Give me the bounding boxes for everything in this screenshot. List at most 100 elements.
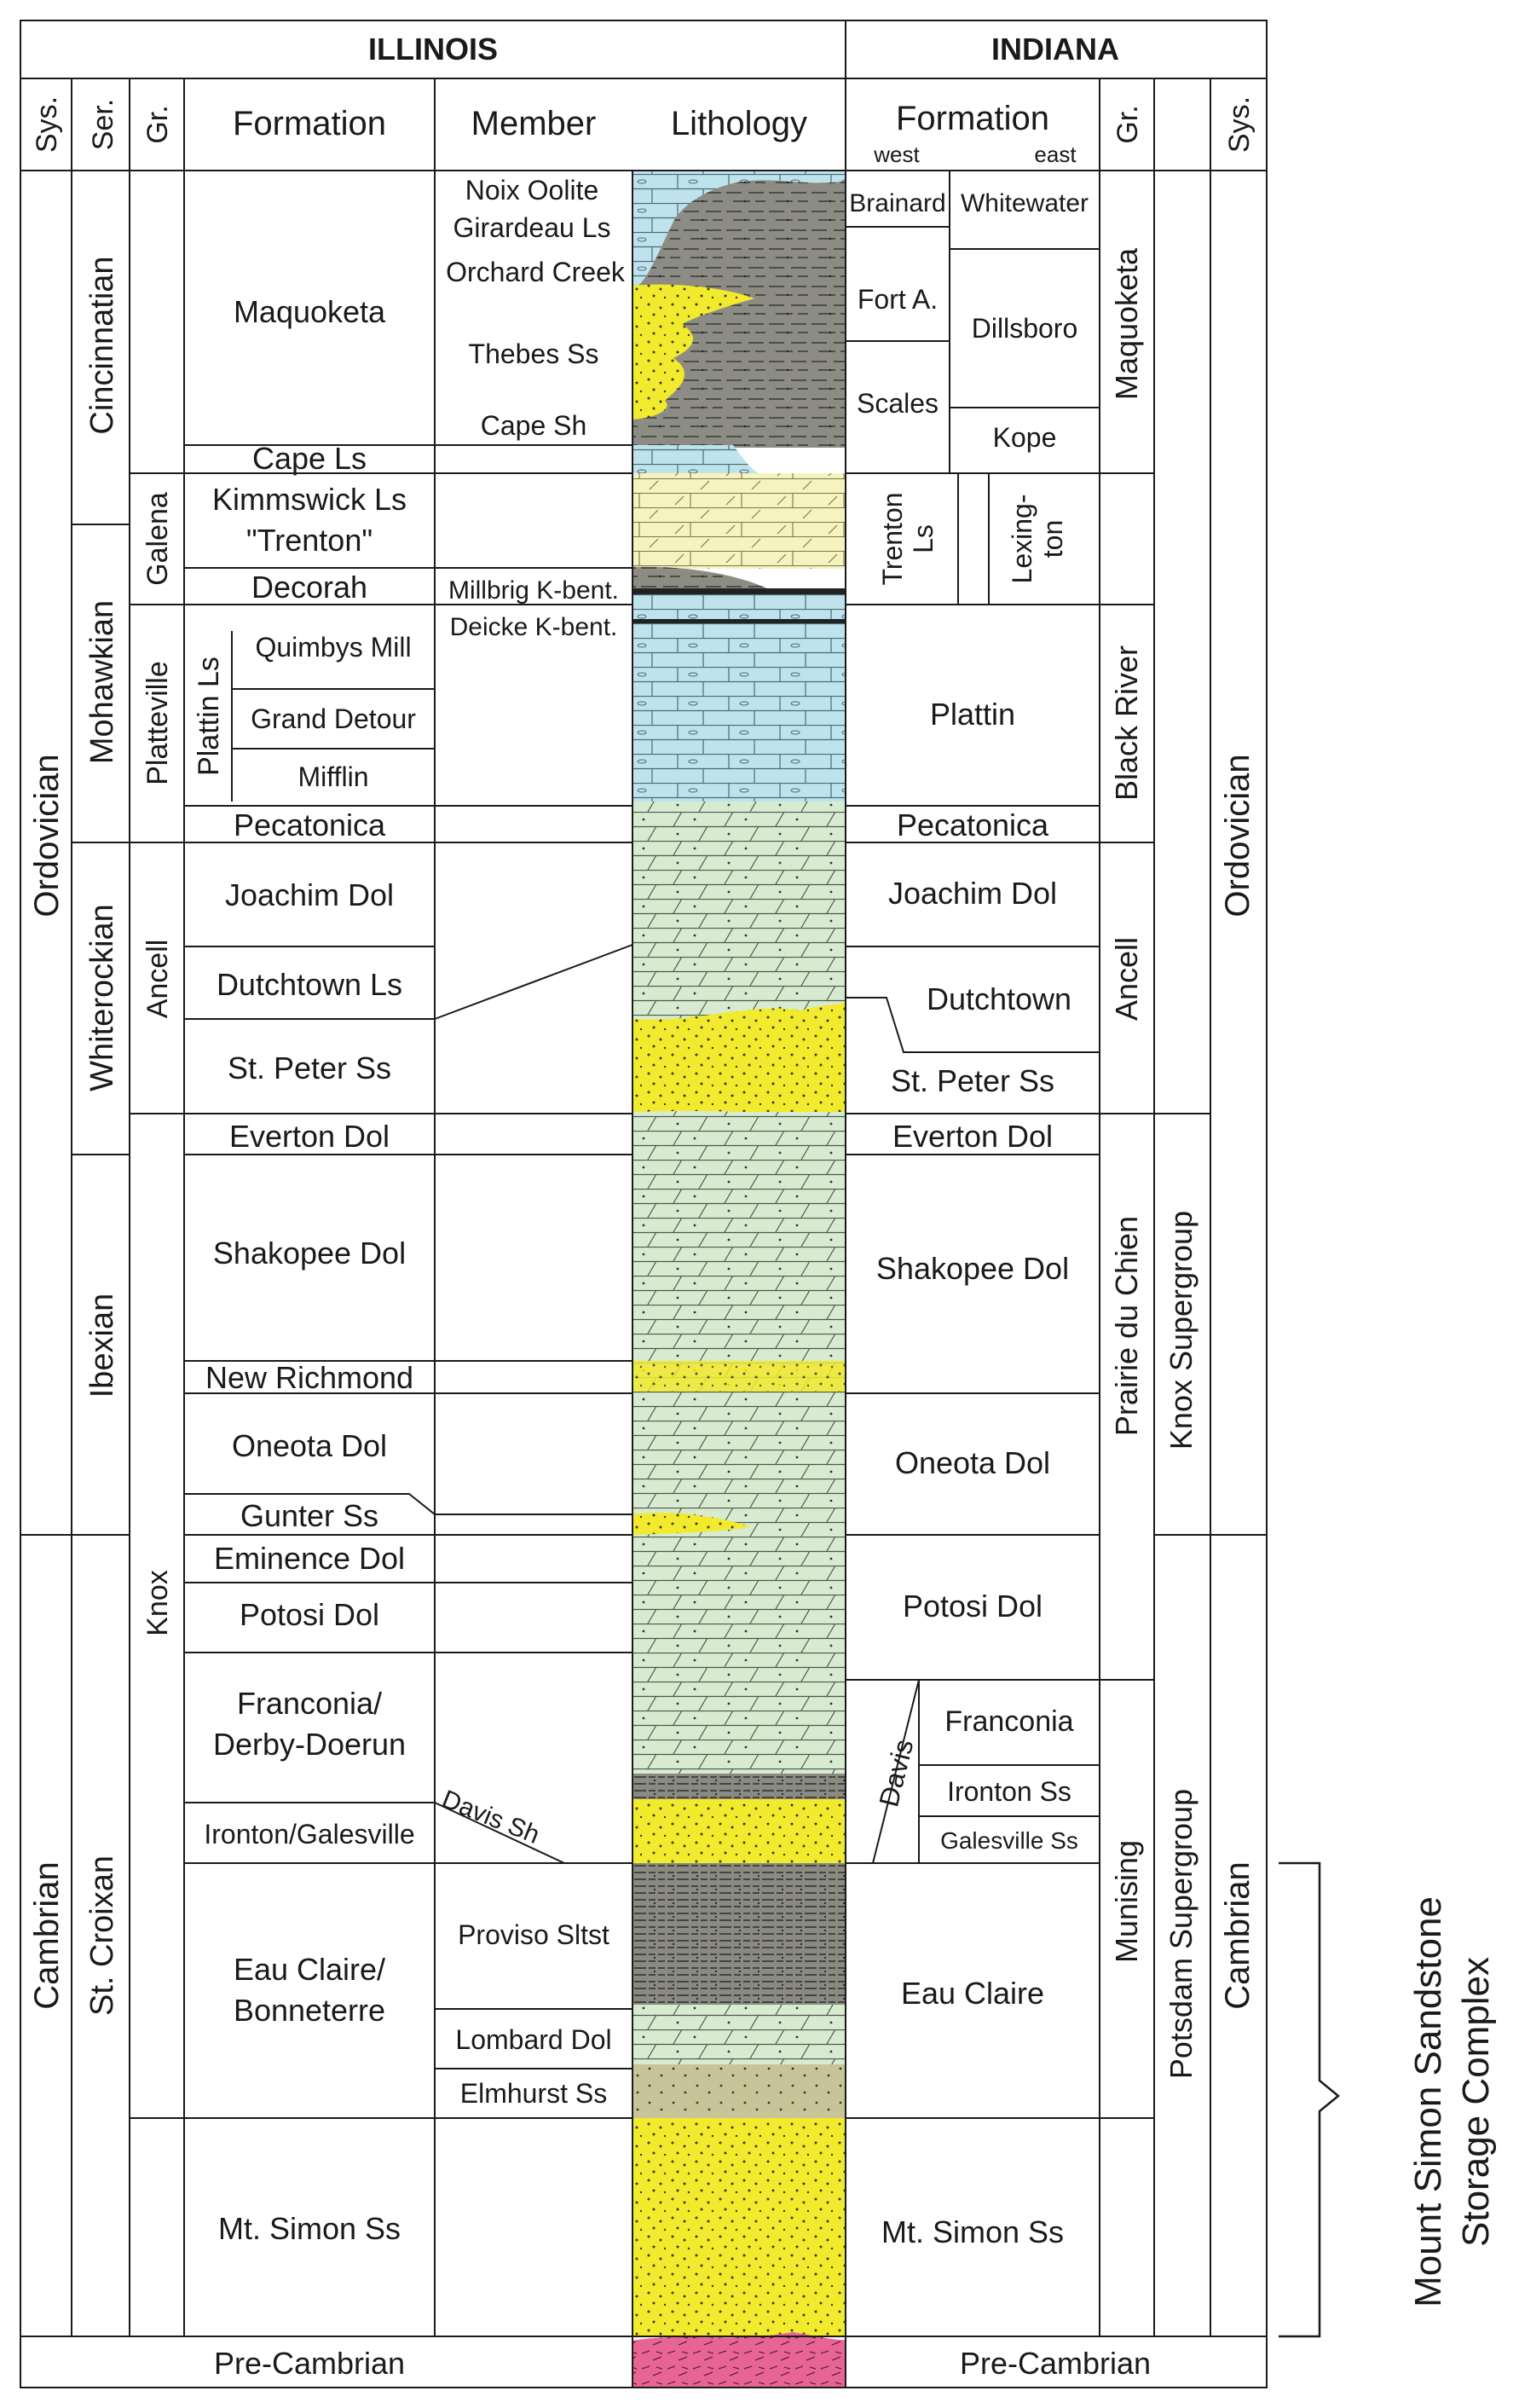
in-precambrian: Pre-Cambrian xyxy=(960,2346,1151,2381)
header-member: Member xyxy=(471,105,597,142)
il-gr-galena: Galena xyxy=(142,492,174,586)
in-f-ironton: Ironton Ss xyxy=(947,1776,1071,1807)
il-m-millbrig: Millbrig K-bent. xyxy=(448,576,619,605)
litho-pecatonica-dolomite xyxy=(632,802,846,835)
complex-label-line1: Mount Simon Sandstone xyxy=(1407,1896,1449,2307)
il-f-potosi: Potosi Dol xyxy=(240,1597,379,1632)
litho-st-peter-sandstone xyxy=(632,1002,846,1114)
il-m-cape-sh: Cape Sh xyxy=(481,410,587,441)
header-formation-in: Formation xyxy=(896,100,1049,137)
in-f-scales: Scales xyxy=(857,388,939,419)
il-m-elmhurst: Elmhurst Ss xyxy=(460,2078,607,2109)
il-f-gunter: Gunter Ss xyxy=(240,1498,378,1533)
il-sys-cambrian: Cambrian xyxy=(28,1861,66,2009)
outer-frame xyxy=(20,20,1268,2388)
column-headers: Sys. Ser. Gr. Formation Member Lithology… xyxy=(31,96,1256,167)
il-sys-ordovician: Ordovician xyxy=(28,754,66,917)
in-gr-munising: Munising xyxy=(1109,1840,1144,1963)
il-gr-knox: Knox xyxy=(142,1570,174,1636)
in-davis-slant xyxy=(872,1679,920,1864)
in-gr-black-river: Black River xyxy=(1109,645,1144,801)
in-f-kope: Kope xyxy=(993,422,1057,453)
in-f-shakopee: Shakopee Dol xyxy=(876,1251,1069,1286)
il-f-franconia-2: Derby-Doerun xyxy=(213,1727,406,1762)
hline-f-oneota-bot xyxy=(184,1493,632,1515)
header-sys-in: Sys. xyxy=(1223,96,1256,153)
in-f-galesville: Galesville Ss xyxy=(940,1827,1078,1854)
in-gr-prairie: Prairie du Chien xyxy=(1109,1216,1144,1436)
header-illinois: ILLINOIS xyxy=(368,32,498,67)
il-f-eau-claire-1: Eau Claire/ xyxy=(234,1952,385,1987)
litho-platteville-limestone xyxy=(632,594,846,835)
il-f-shakopee: Shakopee Dol xyxy=(213,1236,406,1271)
litho-cape-limestone xyxy=(632,445,759,473)
in-f-dutchtown: Dutchtown xyxy=(927,981,1071,1016)
precambrian-row: Pre-Cambrian Pre-Cambrian xyxy=(214,2346,1151,2381)
header-east: east xyxy=(1034,142,1077,167)
header-formation-il: Formation xyxy=(233,105,386,142)
litho-new-richmond-sandstone xyxy=(632,1361,846,1392)
il-f-quimbys: Quimbys Mill xyxy=(255,632,411,663)
il-f-trenton: "Trenton" xyxy=(246,523,373,558)
il-formations: Maquoketa Cape Ls Kimmswick Ls "Trenton"… xyxy=(204,294,416,2246)
in-f-st-peter: St. Peter Ss xyxy=(891,1063,1054,1098)
il-f-kimmswick: Kimmswick Ls xyxy=(212,482,407,517)
litho-precambrian xyxy=(632,2332,846,2388)
in-lexington-line2: ton xyxy=(1037,520,1068,558)
in-sys-ordovician: Ordovician xyxy=(1219,754,1256,917)
il-f-grand-detour: Grand Detour xyxy=(251,703,416,734)
il-ser-whiterockian: Whiterockian xyxy=(84,904,120,1091)
il-f-ironton: Ironton/Galesville xyxy=(204,1819,414,1849)
il-m-davis-sh: Davis Sh xyxy=(438,1785,544,1849)
header-gr-in: Gr. xyxy=(1112,105,1144,143)
litho-thebes-sandstone xyxy=(632,284,754,420)
litho-ironton-sandstone xyxy=(632,1799,846,1863)
il-f-oneota: Oneota Dol xyxy=(232,1428,387,1463)
litho-franconia-siltstone xyxy=(632,1774,846,1799)
header-lithology: Lithology xyxy=(671,105,807,142)
il-f-everton: Everton Dol xyxy=(229,1119,390,1154)
il-f-eminence: Eminence Dol xyxy=(214,1541,405,1576)
header-gr-il: Gr. xyxy=(142,105,174,143)
storage-complex-label: Mount Simon Sandstone Storage Complex xyxy=(1407,1896,1497,2307)
il-m-lombard: Lombard Dol xyxy=(455,2024,611,2055)
il-f-cape-ls: Cape Ls xyxy=(252,441,367,476)
litho-knox-dolomite xyxy=(632,1112,846,1781)
litho-lombard-dolomite xyxy=(632,2005,846,2064)
il-f-dutchtown: Dutchtown Ls xyxy=(217,967,402,1002)
in-f-pecatonica: Pecatonica xyxy=(897,807,1049,842)
in-davis: Davis xyxy=(873,1736,919,1809)
litho-mt-simon-sandstone xyxy=(632,2118,846,2336)
in-f-eau-claire: Eau Claire xyxy=(901,1976,1044,2011)
in-lexington-line1: Lexing- xyxy=(1007,495,1037,584)
in-f-dillsboro: Dillsboro xyxy=(972,313,1077,344)
il-m-thebes: Thebes Ss xyxy=(469,339,599,369)
in-f-everton: Everton Dol xyxy=(892,1119,1053,1154)
il-gr-ancell: Ancell xyxy=(142,940,174,1019)
il-members: Noix Oolite Girardeau Ls Orchard Creek T… xyxy=(438,175,626,2109)
il-ser-cincinnatian: Cincinnatian xyxy=(84,256,120,434)
in-f-plattin: Plattin xyxy=(930,697,1015,732)
il-f-maquoketa: Maquoketa xyxy=(234,294,386,329)
il-plattin-subgroup: Plattin Ls xyxy=(193,657,225,776)
il-f-decorah: Decorah xyxy=(251,570,367,605)
in-gr-maquoketa: Maquoketa xyxy=(1109,247,1144,400)
lithology-column xyxy=(632,170,846,2388)
chart-grid xyxy=(20,20,1340,2388)
header-ser: Ser. xyxy=(87,99,119,150)
in-f-franconia: Franconia xyxy=(944,1705,1073,1738)
in-f-whitewater: Whitewater xyxy=(961,189,1089,217)
in-dutchtown-slant xyxy=(846,997,1100,1053)
in-f-mt-simon: Mt. Simon Ss xyxy=(881,2214,1064,2249)
il-f-mt-simon: Mt. Simon Ss xyxy=(218,2211,401,2246)
litho-galena-dolomite xyxy=(632,473,846,569)
litho-maquoketa-limestone xyxy=(632,171,846,290)
in-f-potosi: Potosi Dol xyxy=(903,1589,1043,1624)
il-ser-ibexian: Ibexian xyxy=(84,1294,120,1398)
in-trenton-line2: Ls xyxy=(908,524,939,553)
litho-elmhurst-sandstone xyxy=(632,2064,846,2118)
header-text: ILLINOIS INDIANA xyxy=(368,32,1119,67)
storage-complex-bracket xyxy=(1279,1861,1340,2338)
header-sys-il: Sys. xyxy=(31,96,63,153)
